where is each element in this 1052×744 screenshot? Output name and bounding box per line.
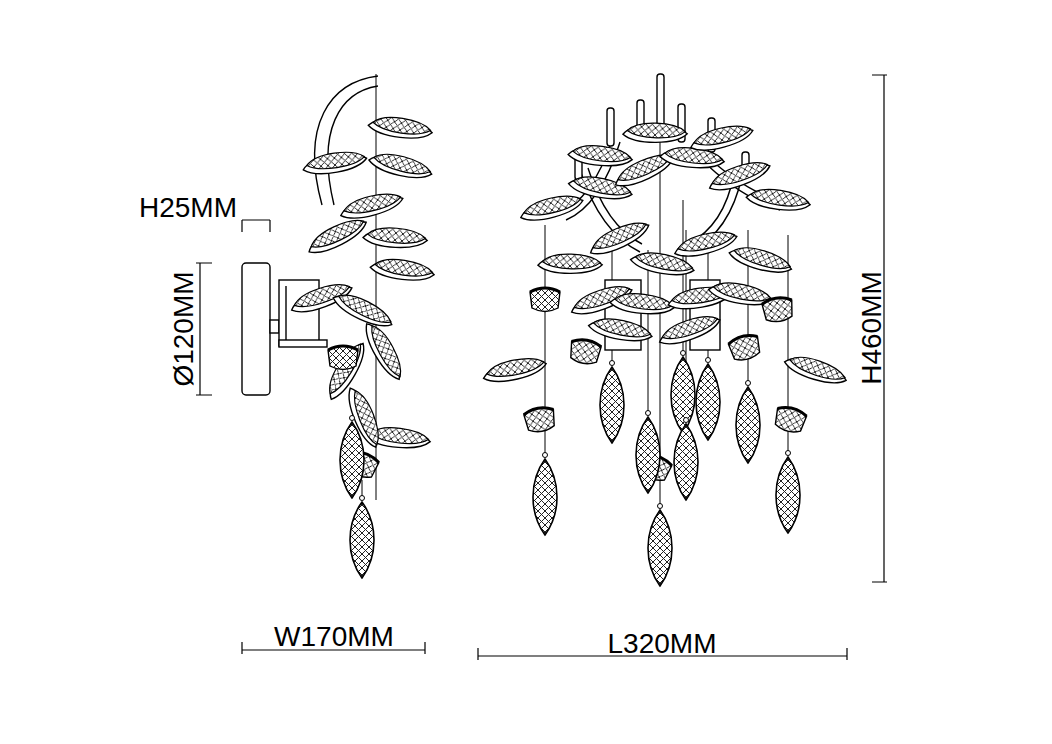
dimension-label: L320MM <box>608 630 717 658</box>
dimension-lines-part <box>196 263 212 395</box>
side-view-part <box>330 286 395 335</box>
side-view-part <box>320 339 373 403</box>
front-view-part <box>696 358 720 441</box>
front-view-part <box>545 130 788 505</box>
dimension-label: H25MM <box>139 194 237 222</box>
front-view-part <box>773 405 808 435</box>
side-view-part <box>362 318 407 384</box>
front-view-part <box>523 406 557 434</box>
front-view <box>482 74 850 586</box>
front-view-part <box>568 338 602 366</box>
front-view-part <box>567 141 633 171</box>
side-view-part <box>328 346 358 370</box>
front-view-part <box>537 251 602 276</box>
front-view-part <box>761 296 794 323</box>
side-view-part <box>302 150 367 175</box>
front-view-part <box>671 351 695 434</box>
front-view-part <box>727 333 762 363</box>
side-view-part <box>328 86 378 205</box>
front-view-part <box>609 289 675 319</box>
front-view-part <box>600 361 624 444</box>
side-view-part <box>315 76 378 205</box>
front-view-part <box>745 184 812 217</box>
front-view-part <box>636 411 660 494</box>
side-view-part <box>285 286 286 340</box>
dimension-label: Ø120MM <box>170 271 198 386</box>
front-view-part <box>482 356 548 384</box>
side-view-part <box>279 340 327 347</box>
side-view-part <box>362 224 428 252</box>
front-view-part <box>672 229 738 259</box>
front-view-part <box>706 158 773 194</box>
front-view-part <box>622 120 687 145</box>
dimension-label: H460MM <box>858 271 886 385</box>
side-view-part <box>279 280 319 346</box>
dimension-lines <box>196 75 887 660</box>
side-view-part <box>304 215 371 257</box>
front-view-part <box>656 312 723 348</box>
front-view-part <box>727 240 794 280</box>
side-view-part <box>338 191 404 221</box>
side-view-part <box>242 263 270 395</box>
front-view-part <box>736 381 760 464</box>
side-view-part <box>369 254 436 287</box>
front-view-part <box>530 288 560 312</box>
front-view-part <box>533 453 557 536</box>
side-view-part <box>340 416 364 499</box>
front-view-part <box>607 108 614 146</box>
side-view <box>242 74 436 578</box>
side-view-part <box>350 496 374 579</box>
front-view-part <box>518 193 584 223</box>
front-view-part <box>688 123 754 153</box>
dimension-label: W170MM <box>274 623 394 651</box>
front-view-part <box>776 451 800 534</box>
side-view-part <box>367 112 434 145</box>
front-view-part <box>648 504 672 587</box>
side-view-part <box>367 147 434 185</box>
front-view-part <box>586 218 653 258</box>
side-view-part <box>270 320 279 333</box>
front-view-part <box>782 349 849 391</box>
front-view-part <box>674 418 698 501</box>
dimension-lines-part <box>242 220 270 232</box>
